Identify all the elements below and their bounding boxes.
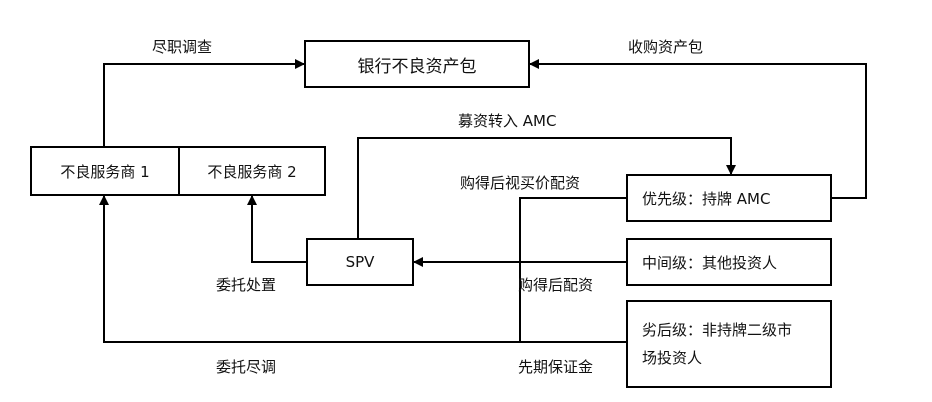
edge-senior-to-collector: [519, 197, 626, 342]
junior-tranche-node: 劣后级：非持牌二级市 场投资人: [626, 300, 832, 388]
mezzanine-tranche-node: 中间级：其他投资人: [626, 238, 832, 286]
edge-entrust-due-diligence: [99, 195, 626, 343]
buy-then-allocation-label: 购得后配资: [518, 276, 594, 294]
buy-then-price-allocation-label: 购得后视买价配资: [460, 174, 581, 192]
senior-tranche-label: 优先级：持牌 AMC: [642, 189, 771, 208]
edge-due-diligence: [103, 59, 305, 148]
entrust-disposal-label: 委托处置: [216, 276, 277, 294]
servicer-1-label: 不良服务商 1: [60, 162, 150, 181]
junior-tranche-label-line2: 场投资人: [642, 349, 703, 367]
acquire-package-label: 收购资产包: [628, 38, 704, 56]
servicer-1-node: 不良服务商 1: [30, 146, 180, 196]
bank-npl-package-label: 银行不良资产包: [357, 56, 477, 77]
fund-transfer-amc-label: 募资转入 AMC: [458, 112, 557, 130]
mezzanine-tranche-label: 中间级：其他投资人: [642, 253, 778, 272]
entrust-due-diligence-label: 委托尽调: [216, 358, 277, 376]
senior-tranche-node: 优先级：持牌 AMC: [626, 174, 832, 222]
spv-label: SPV: [345, 253, 375, 271]
bank-npl-package-node: 银行不良资产包: [304, 40, 530, 88]
junior-tranche-label-line1: 劣后级：非持牌二级市: [642, 321, 793, 339]
spv-node: SPV: [306, 238, 414, 286]
edge-acquire-package: [529, 59, 867, 199]
servicer-2-node: 不良服务商 2: [178, 146, 326, 196]
servicer-2-label: 不良服务商 2: [207, 162, 297, 181]
due-diligence-label: 尽职调查: [152, 38, 213, 56]
edge-entrust-disposal: [247, 195, 306, 263]
edge-fund-transfer: [357, 137, 736, 238]
advance-deposit-label: 先期保证金: [518, 358, 594, 376]
